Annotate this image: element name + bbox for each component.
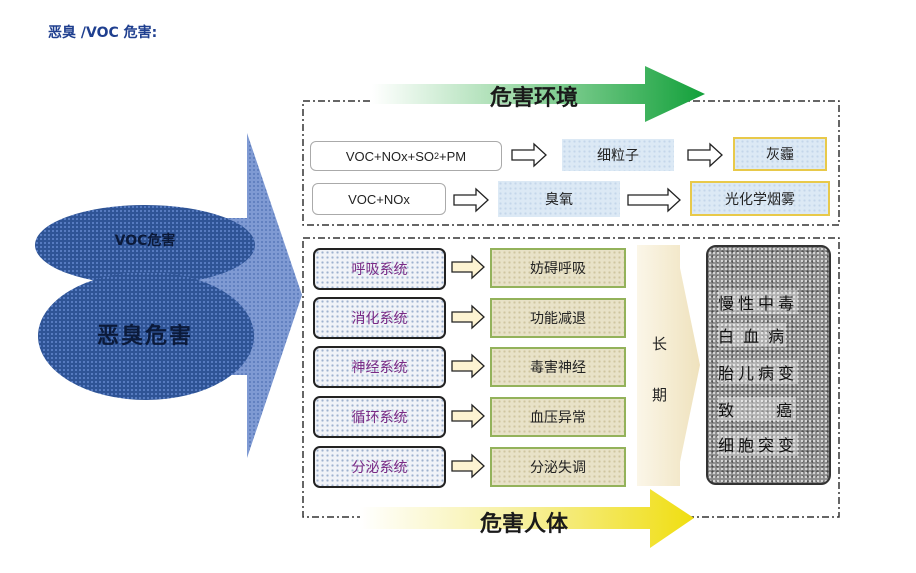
odor-harm-label: 恶臭危害 xyxy=(96,324,193,349)
env-result-1: 灰霾 xyxy=(733,137,827,171)
system-endocrine: 分泌系统 xyxy=(313,446,446,488)
page-title: 恶臭 /VOC 危害: xyxy=(48,25,158,41)
environment-banner: 危害环境 xyxy=(490,85,579,111)
odor-ellipse xyxy=(38,272,254,400)
system-circulatory: 循环系统 xyxy=(313,396,446,438)
env-result-2: 光化学烟雾 xyxy=(690,181,830,216)
body-arrow xyxy=(360,489,694,548)
effect-digestive: 功能减退 xyxy=(490,298,626,338)
outcome-fetal-lesion: 胎儿病变 xyxy=(718,360,799,384)
env-source-2: VOC+NOx xyxy=(312,183,446,215)
effect-endocrine: 分泌失调 xyxy=(490,447,626,487)
effect-respiratory: 妨碍呼吸 xyxy=(490,248,626,288)
long-term-char-2: 期 xyxy=(652,386,668,404)
voc-ellipse xyxy=(35,205,255,285)
voc-harm-label: VOC危害 xyxy=(114,233,176,249)
system-digestive: 消化系统 xyxy=(313,297,446,339)
system-nervous: 神经系统 xyxy=(313,346,446,388)
long-term-char-1: 长 xyxy=(652,335,668,353)
effect-nervous: 毒害神经 xyxy=(490,347,626,387)
outcome-chronic-poisoning: 慢性中毒 xyxy=(718,290,799,314)
outcome-cell-mutation: 细胞突变 xyxy=(718,432,799,456)
effect-circulatory: 血压异常 xyxy=(490,397,626,437)
env-mid-1: 细粒子 xyxy=(562,139,674,171)
body-banner: 危害人体 xyxy=(480,511,569,537)
system-respiratory: 呼吸系统 xyxy=(313,248,446,290)
env-mid-2: 臭氧 xyxy=(498,181,620,217)
environment-arrow xyxy=(372,66,705,122)
outcome-leukemia: 白 血 病 xyxy=(718,323,787,347)
chronic-outcomes-box xyxy=(706,245,831,485)
outcome-carcinogenic: 致 癌 xyxy=(718,397,797,421)
